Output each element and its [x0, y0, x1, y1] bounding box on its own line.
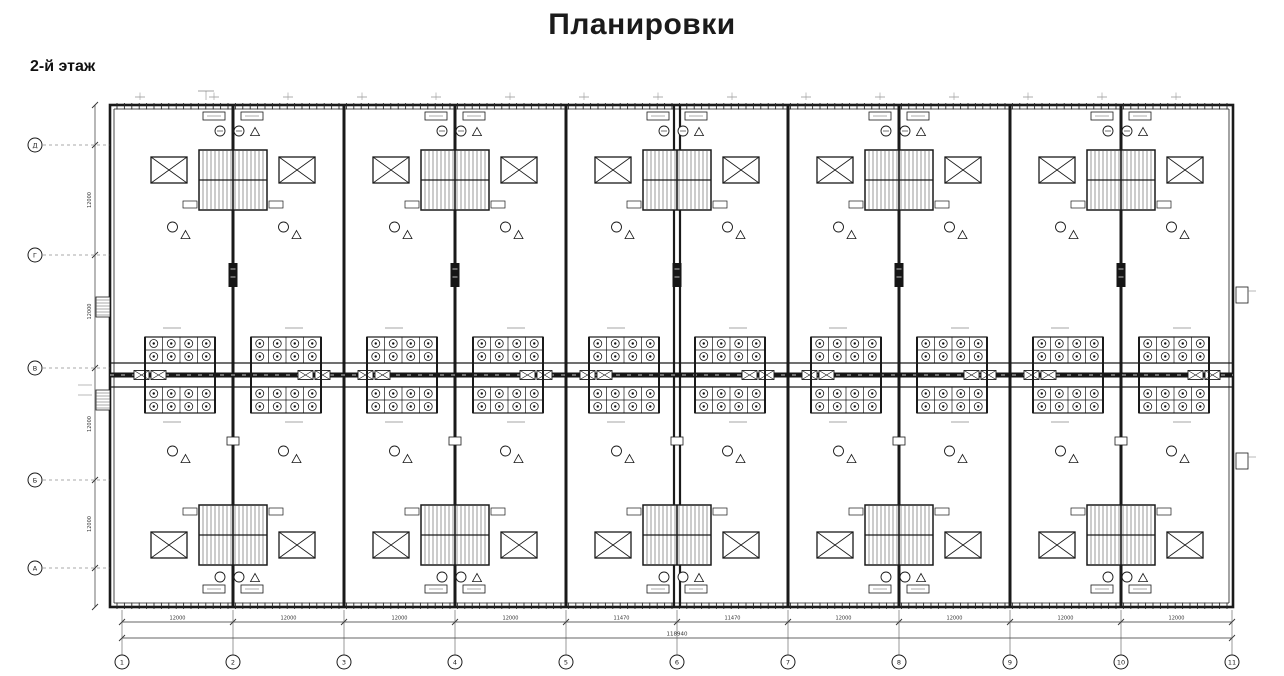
svg-text:12000: 12000: [1058, 616, 1074, 622]
svg-text:1: 1: [120, 659, 124, 667]
svg-text:11: 11: [1228, 659, 1236, 667]
svg-text:11470: 11470: [725, 616, 741, 622]
svg-text:12000: 12000: [87, 516, 93, 532]
svg-text:12000: 12000: [281, 616, 297, 622]
floor-symbols: [167, 221, 1190, 463]
svg-text:7: 7: [786, 659, 790, 667]
grid-bubbles-left: Д Г В Б А: [27, 137, 110, 576]
svg-text:Б: Б: [33, 477, 37, 485]
grid-bubbles-bottom: 1 2 3 4 5 6 7 8 9 10 11: [114, 610, 1240, 670]
window-mullion-ticks: [116, 103, 1228, 609]
window-tag-marks: [135, 90, 1181, 100]
svg-text:12000: 12000: [87, 304, 93, 320]
svg-text:9: 9: [1008, 659, 1012, 667]
svg-text:12000: 12000: [947, 616, 963, 622]
page-title: Планировки: [548, 8, 736, 41]
corridor-door-boxes: [133, 370, 1221, 380]
stair-cores: [150, 111, 1204, 594]
svg-text:Г: Г: [33, 252, 37, 260]
svg-text:12000: 12000: [1169, 616, 1185, 622]
floor-plan-drawing: 12000 12000 12000 12000 12000 12000 12000 12000…: [27, 90, 1256, 670]
svg-text:2: 2: [231, 659, 235, 667]
svg-text:12000: 12000: [170, 616, 186, 622]
svg-text:В: В: [33, 365, 37, 373]
svg-text:12000: 12000: [392, 616, 408, 622]
wall-details: [78, 286, 1256, 470]
svg-text:12000: 12000: [836, 616, 852, 622]
svg-text:4: 4: [453, 659, 457, 667]
svg-text:Д: Д: [32, 142, 37, 150]
svg-text:11470: 11470: [614, 616, 630, 622]
svg-text:3: 3: [342, 659, 346, 667]
svg-text:А: А: [33, 565, 38, 573]
svg-text:6: 6: [675, 659, 679, 667]
floor-label: 2-й этаж: [30, 58, 96, 75]
svg-text:12000: 12000: [503, 616, 519, 622]
exterior-walls: [108, 103, 1235, 609]
central-corridor: [110, 362, 1233, 388]
sanitary-clusters: [144, 327, 1210, 423]
svg-text:12000: 12000: [87, 192, 93, 208]
svg-text:8: 8: [897, 659, 901, 667]
svg-text:5: 5: [564, 659, 568, 667]
svg-text:10: 10: [1117, 659, 1125, 667]
svg-text:12000: 12000: [87, 416, 93, 432]
